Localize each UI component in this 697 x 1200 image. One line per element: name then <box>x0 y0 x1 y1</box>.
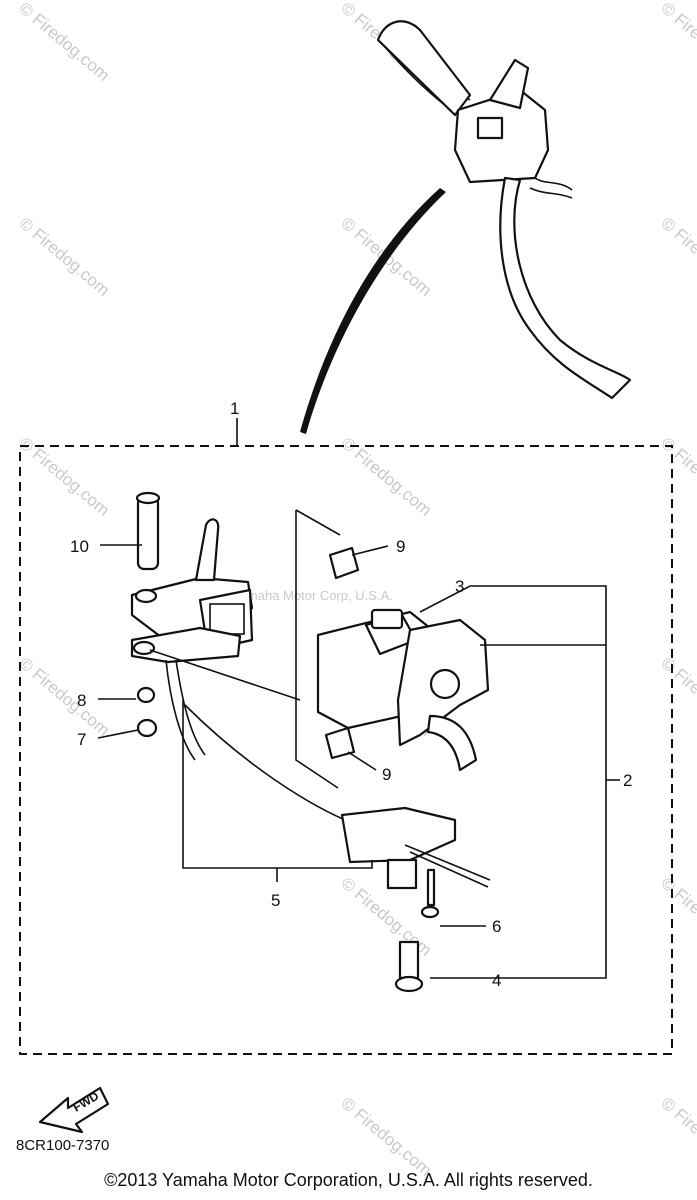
watermark: © Firedog.com <box>337 874 435 960</box>
watermark: © Firedog.com <box>657 1094 697 1180</box>
callout-7: 7 <box>77 730 86 749</box>
watermark-center: Yamaha Motor Corp, U.S.A. <box>232 588 393 603</box>
callout-8: 8 <box>77 691 86 710</box>
handlebar-illustration <box>300 20 632 434</box>
watermark: © Firedog.com <box>337 1094 435 1180</box>
watermarks: © Firedog.com © Firedog.com © Firedog.co… <box>15 0 697 1180</box>
part-code: 8CR100-7370 <box>16 1137 109 1154</box>
lower-switch <box>340 806 491 993</box>
watermark: © Firedog.com <box>657 434 697 520</box>
fwd-arrow-icon: FWD <box>38 1086 110 1134</box>
callout-10: 10 <box>70 537 89 556</box>
watermark: © Firedog.com <box>15 214 113 300</box>
callout-9-bottom: 9 <box>382 765 391 784</box>
callout-5: 5 <box>271 891 280 910</box>
callout-9-top: 9 <box>396 537 405 556</box>
watermark: © Firedog.com <box>15 654 113 740</box>
callout-1: 1 <box>230 399 239 418</box>
callouts: 1 2 3 4 5 6 7 8 9 9 10 <box>70 399 632 990</box>
callout-6: 6 <box>492 917 501 936</box>
callout-2: 2 <box>623 771 632 790</box>
watermark: © Firedog.com <box>657 214 697 300</box>
watermark: © Firedog.com <box>657 654 697 740</box>
callout-3: 3 <box>455 577 464 596</box>
copyright-footer: ©2013 Yamaha Motor Corporation, U.S.A. A… <box>104 1170 593 1190</box>
watermark: © Firedog.com <box>15 0 113 85</box>
callout-4: 4 <box>492 971 501 990</box>
lever-assembly <box>130 491 346 821</box>
watermark: © Firedog.com <box>657 874 697 960</box>
watermark: © Firedog.com <box>657 0 697 85</box>
switch-unit <box>295 509 490 789</box>
callout-lines <box>97 544 620 979</box>
